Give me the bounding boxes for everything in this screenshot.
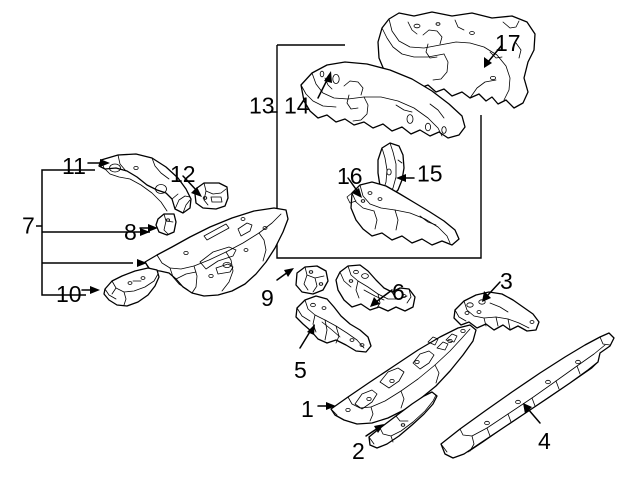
callout-label-9: 9 (261, 285, 274, 311)
leader-15 (396, 174, 415, 182)
callout-label-13: 13 (249, 92, 275, 119)
callout-label-15: 15 (417, 160, 443, 187)
callout-label-4: 4 (538, 428, 551, 454)
leader-17 (484, 44, 503, 68)
callout-label-7: 7 (22, 212, 35, 239)
leader-7-bracket (36, 169, 150, 296)
part-9-small-bracket (295, 265, 329, 295)
callout-label-6: 6 (392, 279, 405, 305)
leader-6 (370, 289, 393, 307)
part-6-front-crossmember (335, 264, 416, 312)
callout-label-10: 10 (56, 281, 82, 307)
leader-11 (87, 159, 110, 167)
leader-1 (317, 402, 336, 410)
callout-label-14: 14 (284, 92, 310, 119)
part-3-seat-crossmember-bracket (453, 291, 540, 332)
callout-label-11: 11 (62, 153, 86, 179)
callout-label-12: 12 (170, 161, 196, 187)
part-12-small-bracket (194, 182, 229, 210)
leader-4 (523, 403, 541, 424)
leader-16 (347, 177, 362, 198)
part-1-front-floor-pan-right (330, 324, 477, 425)
leader-14 (317, 71, 332, 99)
part-4-rocker-panel (440, 332, 615, 459)
leader-12 (182, 175, 202, 197)
leader-8 (139, 224, 158, 232)
callout-label-8: 8 (124, 219, 137, 245)
callout-label-16: 16 (337, 163, 363, 189)
part-10-toe-board-extension (103, 267, 160, 307)
leader-2 (365, 424, 384, 437)
callout-label-1: 1 (301, 396, 314, 422)
part-15-vertical-gusset (377, 142, 405, 197)
leader-10 (81, 286, 100, 294)
leader-5 (299, 324, 315, 349)
leader-3 (482, 281, 501, 302)
callout-label-3: 3 (500, 268, 513, 294)
callout-label-2: 2 (352, 438, 365, 464)
leader-9 (276, 268, 294, 281)
callout-label-5: 5 (294, 357, 307, 383)
callout-label-17: 17 (495, 30, 521, 56)
part-7-front-floor-pan (144, 207, 289, 297)
part-2-inner-rocker-reinforcement (368, 391, 438, 449)
part-8-small-bracket (155, 213, 177, 236)
part-11-dash-panel-lower (98, 153, 192, 214)
part-16-rear-floor-panel (346, 181, 460, 246)
